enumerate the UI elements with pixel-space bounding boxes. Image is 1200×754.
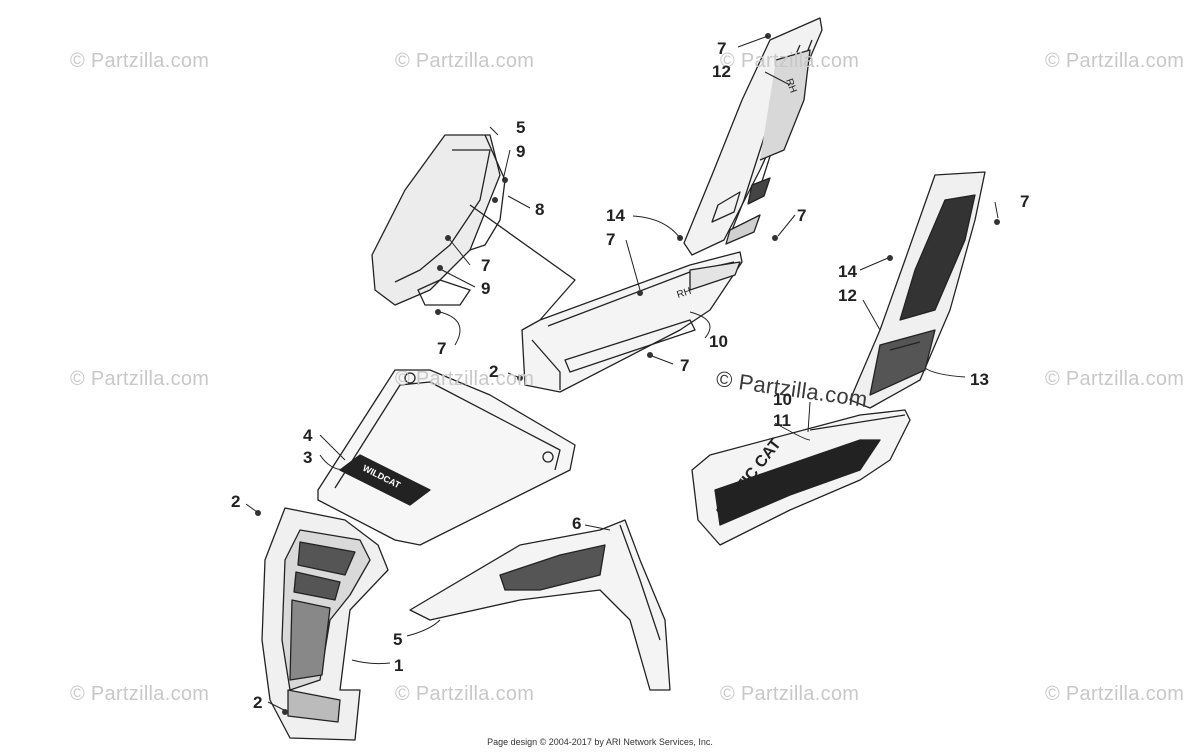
callout-number[interactable]: 10: [709, 332, 728, 351]
callout-number[interactable]: 12: [838, 286, 857, 305]
callout-number[interactable]: 14: [606, 206, 625, 225]
callout-number[interactable]: 1: [394, 656, 404, 675]
callout-number[interactable]: 7: [1020, 192, 1030, 211]
hood: [317, 369, 576, 546]
callout-number[interactable]: 5: [393, 630, 403, 649]
watermark: © Partzilla.com: [1045, 368, 1185, 390]
callout-number[interactable]: 13: [970, 370, 989, 389]
callout-number[interactable]: 7: [797, 206, 807, 225]
callout-number[interactable]: 6: [572, 514, 582, 533]
callout-number[interactable]: 7: [680, 356, 690, 375]
watermark: © Partzilla.com: [70, 683, 210, 705]
callout-number[interactable]: 10: [773, 390, 792, 409]
callout-number[interactable]: 7: [717, 39, 727, 58]
watermark: © Partzilla.com: [395, 683, 535, 705]
callout-number[interactable]: 2: [253, 693, 263, 712]
callout-number[interactable]: 14: [838, 262, 857, 281]
rh-mark-lower: RH: [676, 286, 693, 301]
watermark: © Partzilla.com: [720, 683, 860, 705]
callout-number[interactable]: 5: [516, 118, 526, 137]
watermark: © Partzilla.com: [1045, 50, 1185, 72]
callout-number[interactable]: 12: [712, 62, 731, 81]
callout-number[interactable]: 8: [535, 200, 545, 219]
lower-sill-panel-rh: [691, 409, 911, 546]
callout-number[interactable]: 9: [516, 142, 526, 161]
watermark: © Partzilla.com: [70, 368, 210, 390]
callout-number[interactable]: 11: [773, 411, 791, 430]
callout-number[interactable]: 7: [606, 230, 616, 249]
watermark: © Partzilla.com: [720, 50, 860, 72]
upper-left-fender: [371, 134, 576, 321]
fasteners: [255, 33, 1000, 715]
rh-mark-upper: RH: [783, 77, 798, 94]
lower-left-fender: [409, 519, 671, 691]
callout-number[interactable]: 3: [303, 448, 313, 467]
leader-lines: [245, 35, 999, 711]
watermark: © Partzilla.com: [1045, 683, 1185, 705]
callout-number[interactable]: 7: [437, 339, 447, 358]
side-panel-with-decal: [849, 171, 986, 409]
watermark: © Partzilla.com: [395, 368, 535, 390]
middle-sill-panel-rh: [521, 251, 743, 393]
callout-number[interactable]: 7: [481, 256, 491, 275]
front-grille: [261, 507, 389, 741]
callout-number[interactable]: 9: [481, 279, 491, 298]
watermark: © Partzilla.com: [395, 50, 535, 72]
callout-number[interactable]: 2: [231, 492, 241, 511]
callout-number[interactable]: 4: [303, 426, 313, 445]
callout-number[interactable]: 2: [489, 362, 499, 381]
watermark: © Partzilla.com: [70, 50, 210, 72]
copyright-footer: Page design © 2004-2017 by ARI Network S…: [487, 737, 713, 747]
upper-side-panel-rh: [683, 17, 823, 256]
